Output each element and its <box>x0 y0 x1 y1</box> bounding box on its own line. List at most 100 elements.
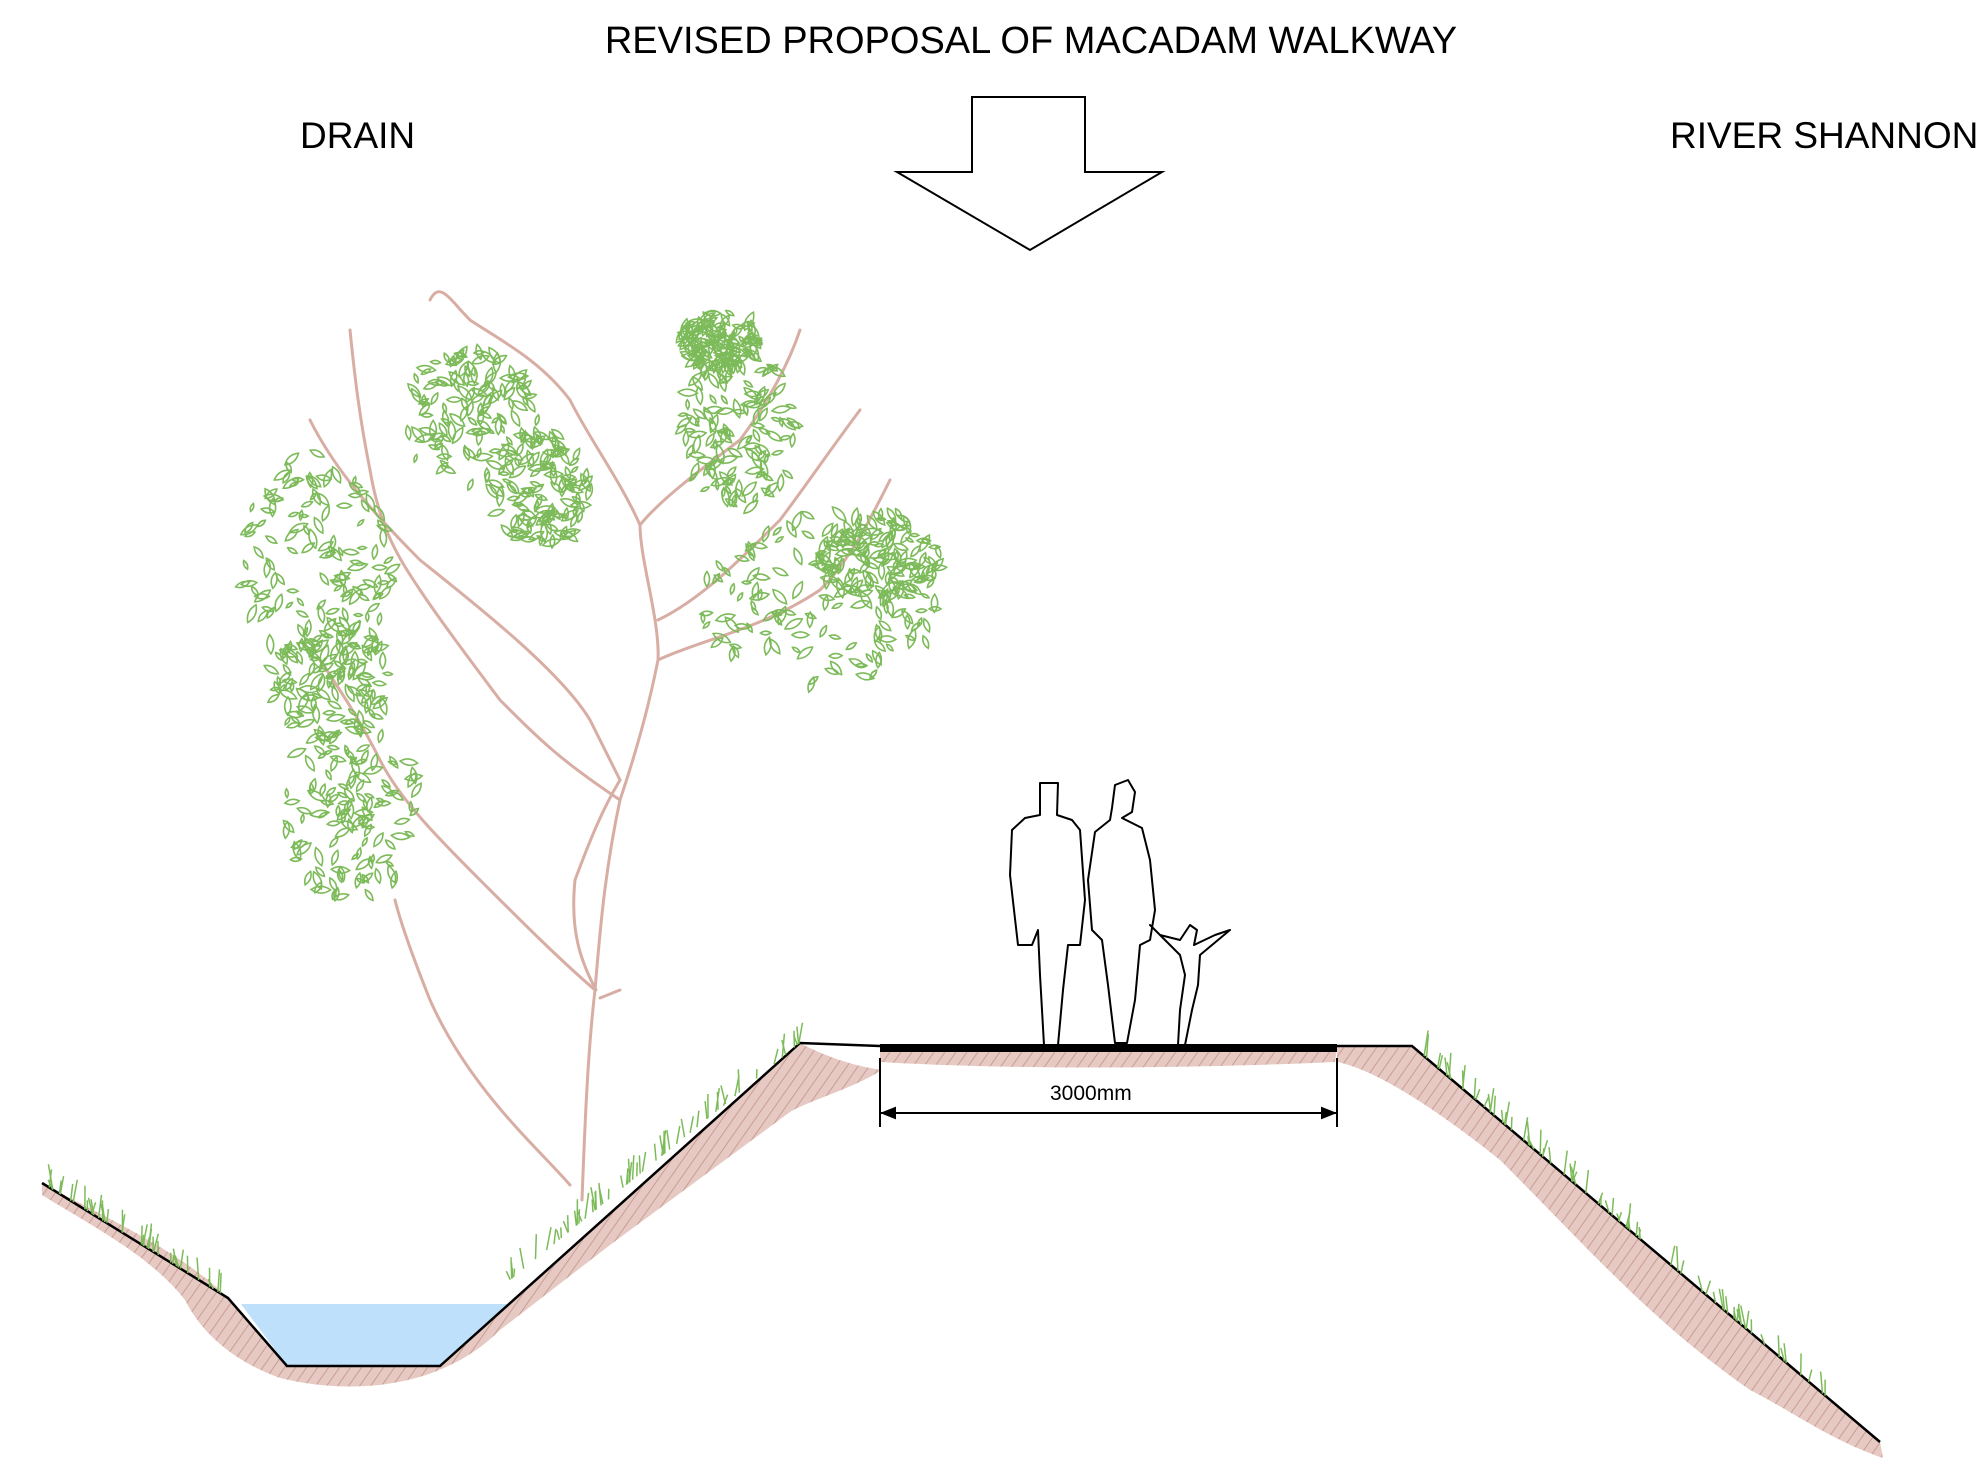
leaf <box>350 814 367 829</box>
leaf <box>716 428 729 434</box>
leaf <box>381 779 392 788</box>
leaf <box>692 408 707 420</box>
leaf <box>418 426 438 435</box>
leaf <box>886 565 905 577</box>
leaf <box>385 577 397 590</box>
leaf <box>793 547 803 566</box>
leaf <box>703 406 714 425</box>
leaf <box>884 570 891 586</box>
leaf <box>338 569 347 589</box>
leaf <box>357 593 370 602</box>
leaf <box>696 356 702 368</box>
leaf <box>373 504 386 522</box>
leaf <box>732 398 742 419</box>
leaf <box>559 498 580 508</box>
leaf <box>311 693 323 699</box>
leaf <box>403 773 424 782</box>
leaf <box>770 449 785 456</box>
leaf <box>374 800 392 807</box>
leaf <box>503 386 516 401</box>
leaf <box>344 725 365 735</box>
leaf <box>314 846 324 867</box>
leaf <box>304 754 315 773</box>
leaf <box>283 798 301 806</box>
leaf <box>379 527 388 549</box>
leaf <box>265 557 276 572</box>
grass-blade <box>1745 1310 1750 1330</box>
leaf <box>724 616 740 634</box>
leaf <box>760 487 776 498</box>
leaf <box>429 359 442 365</box>
leaf <box>381 671 394 677</box>
leaf <box>711 340 723 358</box>
leaf <box>743 310 755 332</box>
leaf <box>370 752 379 772</box>
leaf <box>875 650 883 670</box>
leaf <box>919 574 937 582</box>
leaf <box>329 836 339 849</box>
grass-blade <box>737 1069 741 1093</box>
leaf <box>771 567 789 577</box>
leaf <box>720 394 728 405</box>
leaf <box>341 548 360 556</box>
grass-blade <box>100 1203 106 1223</box>
leaf <box>466 400 474 417</box>
leaf <box>705 320 719 333</box>
leaf <box>286 747 307 759</box>
grass-blade <box>1676 1246 1679 1272</box>
grass-blade <box>1604 1200 1610 1214</box>
leaf <box>323 617 337 632</box>
leaf <box>375 797 386 803</box>
leaf <box>714 479 720 492</box>
leaf <box>572 447 581 462</box>
grass-blade <box>638 1155 641 1174</box>
leaf <box>751 450 763 470</box>
leaf <box>483 466 491 484</box>
grass-blade <box>591 1199 594 1213</box>
leaf <box>845 642 858 651</box>
leaf <box>768 637 781 655</box>
leaf <box>268 497 277 518</box>
leaf <box>283 643 299 651</box>
leaf <box>869 527 882 541</box>
leaf <box>551 433 559 453</box>
leaf <box>849 579 864 594</box>
leaf <box>318 630 330 638</box>
leaf <box>281 643 289 660</box>
leaf <box>297 718 316 728</box>
leaf <box>321 504 330 523</box>
leaf <box>903 593 916 600</box>
leaf <box>325 674 336 680</box>
leaf <box>283 695 292 717</box>
leaf <box>398 758 420 767</box>
grass-blade <box>573 1210 578 1226</box>
leaf <box>393 817 411 825</box>
leaf <box>356 545 368 551</box>
leaf <box>317 541 335 552</box>
leaf <box>315 687 332 701</box>
leaf <box>310 695 317 713</box>
leaf <box>337 800 351 806</box>
leaf <box>418 400 431 406</box>
leaf <box>427 444 441 451</box>
leaf <box>470 354 491 365</box>
leaf <box>331 888 337 901</box>
grass-blade <box>519 1247 525 1269</box>
leaf <box>483 390 494 407</box>
leaf <box>696 327 711 333</box>
leaf <box>536 535 547 543</box>
grass-blade <box>1625 1211 1631 1228</box>
leaf <box>342 658 357 666</box>
leaf <box>886 507 897 523</box>
leaf <box>279 683 286 693</box>
leaf <box>354 758 368 765</box>
leaf <box>270 571 278 590</box>
leaf <box>337 546 344 557</box>
leaf <box>894 550 899 563</box>
grass-blade <box>1444 1057 1448 1076</box>
leaf <box>362 579 379 589</box>
leaf <box>309 885 332 894</box>
leaf <box>445 396 463 403</box>
leaf <box>750 542 769 550</box>
leaf <box>379 585 392 600</box>
